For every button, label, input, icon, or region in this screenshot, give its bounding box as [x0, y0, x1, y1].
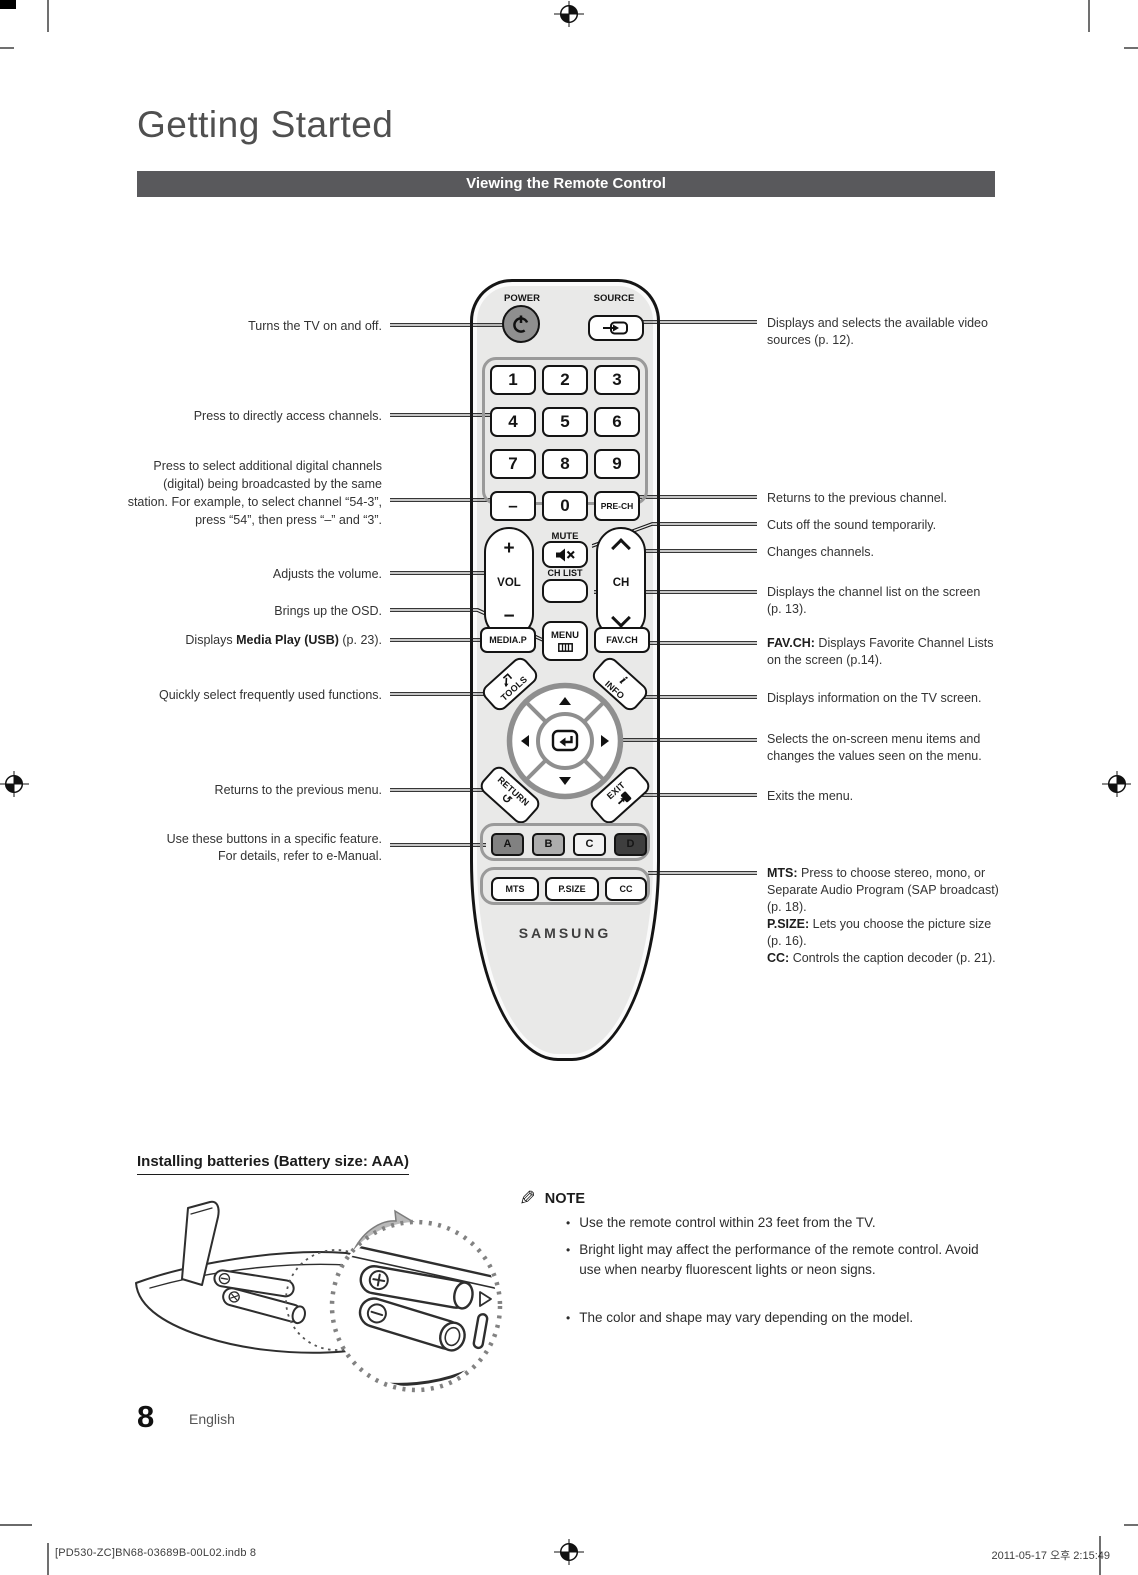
digit-6: 6 [594, 407, 640, 437]
bullet-icon: • [566, 1216, 571, 1230]
print-timestamp: 2011-05-17 오후 2:15:49 [991, 1550, 1110, 1562]
callout-digits: Press to directly access channels. [193, 409, 382, 423]
ch-list-label: CH LIST [547, 568, 583, 578]
note-title: NOTE [544, 1190, 586, 1207]
note-pencil-icon: ✎ [519, 1188, 536, 1210]
volume-rocker: + VOL − [484, 527, 534, 639]
dash-button: – [490, 491, 536, 521]
bullet-icon: • [566, 1243, 571, 1257]
pre-ch-button: PRE-CH [594, 491, 640, 521]
callout-media-play: Displays Media Play (USB) (p. 23). [185, 633, 382, 647]
callout-pre-ch: Returns to the previous channel. [767, 491, 947, 505]
page-title: Getting Started [137, 104, 394, 145]
color-button-b: B [532, 832, 565, 856]
source-icon [603, 321, 628, 335]
callout-volume: Adjusts the volume. [272, 567, 382, 581]
battery-heading: Installing batteries (Battery size: AAA) [137, 1153, 409, 1175]
callout-tools: Quickly select frequently used functions… [158, 688, 382, 702]
fav-ch-button: FAV.CH [594, 627, 650, 653]
ch-list-button [542, 579, 588, 603]
p-size-button: P.SIZE [545, 876, 599, 901]
color-button-group: A B C D [480, 823, 650, 861]
power-button [502, 305, 540, 343]
bullet-icon: • [566, 1311, 571, 1325]
digit-1: 1 [490, 365, 536, 395]
mute-label: MUTE [551, 531, 579, 542]
source-button [588, 315, 644, 341]
feature-button-group: MTS P.SIZE CC [480, 867, 650, 905]
brand-logo: SAMSUNG [518, 925, 612, 941]
exit-icon [617, 791, 632, 805]
cc-button: CC [605, 876, 647, 901]
vol-plus-label: + [503, 538, 515, 559]
dpad-left-icon [521, 735, 529, 747]
callout-exit: Exits the menu. [767, 789, 854, 803]
callout-mute: Cuts off the sound temporarily. [767, 518, 937, 532]
section-banner: Viewing the Remote Control [137, 171, 995, 197]
ch-label: CH [612, 577, 630, 589]
print-file-info: [PD530-ZC]BN68-03689B-00L02.indb 8 [55, 1547, 257, 1559]
color-button-a: A [491, 832, 524, 856]
mts-button: MTS [491, 876, 539, 901]
callout-osd: Brings up the OSD. [274, 604, 382, 618]
dpad-down-icon [559, 777, 571, 785]
digit-4: 4 [490, 407, 536, 437]
menu-button: MENU [542, 621, 588, 661]
remote-control: POWER SOURCE 1 2 3 4 5 6 7 8 9 – 0 PRE-C… [470, 279, 660, 1061]
digit-2: 2 [542, 365, 588, 395]
tools-button: TOOLS [479, 654, 541, 714]
ch-up-icon [611, 538, 631, 558]
menu-button-label: MENU [551, 630, 579, 641]
menu-icon [557, 643, 573, 652]
corner-ink-mark [0, 0, 16, 9]
vol-label: VOL [497, 577, 521, 589]
callout-return: Returns to the previous menu. [214, 783, 382, 797]
source-label: SOURCE [593, 293, 635, 304]
channel-rocker: CH [596, 527, 646, 639]
magnified-view-circle [329, 1219, 503, 1393]
enter-icon [551, 729, 579, 752]
digit-3: 3 [594, 365, 640, 395]
callout-psize-line: P.SIZE: Lets you choose the picture size… [767, 917, 992, 948]
callout-mts-psize-cc: MTS: Press to choose stereo, mono, or Se… [767, 865, 999, 967]
dpad [506, 682, 624, 800]
callout-info: Displays information on the TV screen. [767, 691, 982, 705]
vol-minus-label: − [503, 606, 515, 627]
zero-button: 0 [542, 491, 588, 521]
digit-9: 9 [594, 449, 640, 479]
callout-channel: Changes channels. [767, 545, 875, 559]
color-button-c: C [573, 832, 606, 856]
battery-illustration [135, 1200, 503, 1393]
power-icon [513, 315, 529, 333]
callout-power: Turns the TV on and off. [248, 319, 382, 333]
color-button-d: D [614, 832, 647, 856]
callout-dpad: Selects the on-screen menu items and cha… [767, 732, 982, 763]
callout-fav-ch: FAV.CH: Displays Favorite Channel Lists … [767, 636, 994, 667]
tools-icon [502, 672, 512, 687]
mute-icon [556, 548, 575, 561]
media-p-button: MEDIA.P [480, 627, 536, 653]
mute-button [542, 541, 588, 568]
callout-dash: Press to select additional digital chann… [127, 459, 382, 527]
digit-8: 8 [542, 449, 588, 479]
note-item: • Bright light may affect the performanc… [566, 1240, 986, 1280]
ch-down-icon [611, 608, 631, 628]
digit-5: 5 [542, 407, 588, 437]
exit-button: EXIT [586, 763, 654, 827]
page-language: English [189, 1411, 235, 1427]
callout-mts-line: MTS: Press to choose stereo, mono, or Se… [767, 866, 999, 914]
return-icon: ↺ [498, 790, 516, 808]
dpad-right-icon [601, 735, 609, 747]
callout-source: Displays and selects the available video… [767, 316, 988, 347]
note-heading: ✎ NOTE [519, 1186, 585, 1211]
note-item: • The color and shape may vary depending… [566, 1308, 986, 1328]
note-item: • Use the remote control within 23 feet … [566, 1213, 986, 1233]
callout-cc-line: CC: Controls the caption decoder (p. 21)… [767, 951, 996, 965]
callout-color-buttons: Use these buttons in a specific feature.… [166, 832, 382, 863]
power-label: POWER [504, 293, 540, 304]
dpad-up-icon [559, 697, 571, 705]
digit-7: 7 [490, 449, 536, 479]
page-number: 8 [137, 1399, 155, 1434]
callout-ch-list: Displays the channel list on the screen … [767, 585, 981, 616]
